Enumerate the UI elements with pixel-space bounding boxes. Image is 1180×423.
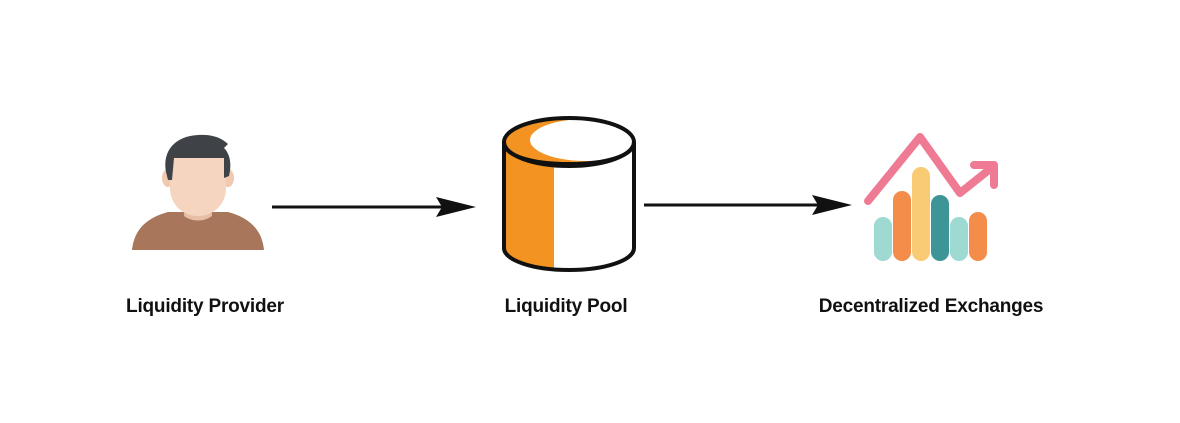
trend-line	[864, 133, 994, 205]
growth-chart-icon	[864, 133, 998, 261]
person-icon	[132, 134, 264, 250]
bar-5	[950, 217, 968, 261]
hair	[165, 134, 231, 180]
bar-3	[912, 167, 930, 261]
face	[170, 156, 226, 216]
label-liquidity-provider: Liquidity Provider	[126, 296, 284, 317]
label-decentralized-exchanges: Decentralized Exchanges	[818, 296, 1044, 317]
label-liquidity-pool: Liquidity Pool	[504, 296, 628, 317]
arrow-pool-to-dex	[644, 195, 852, 215]
trend-arrowhead	[970, 161, 998, 189]
bar-2	[893, 191, 911, 261]
bar-6	[969, 212, 987, 261]
cylinder-pool-icon	[502, 116, 642, 273]
shirt	[132, 212, 264, 250]
arrow-provider-to-pool	[272, 197, 476, 217]
bar-1	[874, 217, 892, 261]
bar-4	[931, 195, 949, 261]
